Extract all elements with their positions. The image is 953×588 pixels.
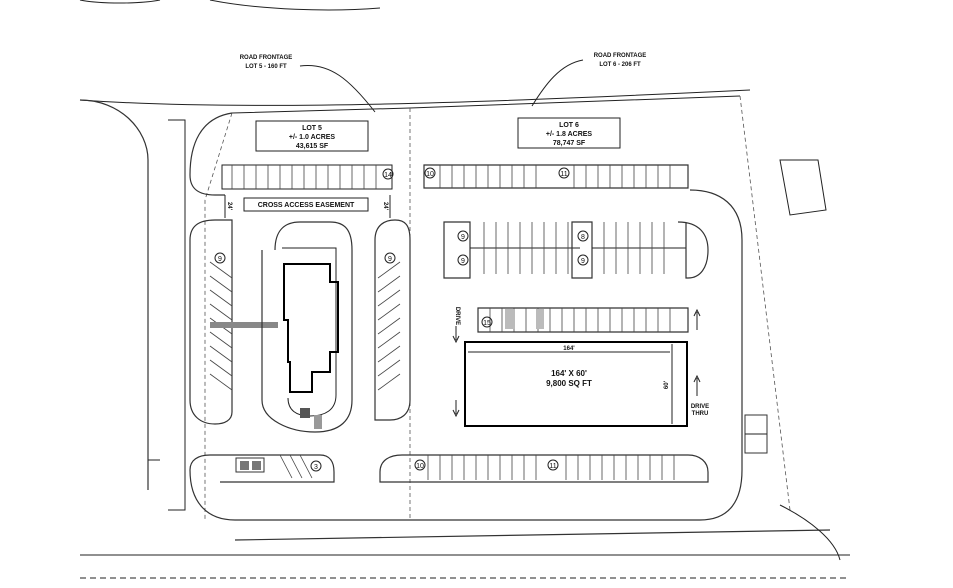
- east-road-curve: [779, 504, 841, 561]
- stall-count-lot5-left: 9: [218, 256, 222, 263]
- accessible-aisle: [536, 309, 544, 329]
- stall-count-lot5-top: 14: [384, 172, 392, 179]
- stall-count-marker: [558, 167, 570, 179]
- lot6-top-stalls: [439, 165, 671, 188]
- easement-width-left: 24': [226, 202, 232, 211]
- ramp-hatch: [210, 322, 278, 328]
- stall-count-bottom-left: 10: [416, 463, 424, 470]
- order-point: [314, 415, 322, 429]
- stall-count-marker: [384, 252, 396, 264]
- stall-count-island-left-top: 9: [461, 234, 465, 241]
- lot5-top-parking-row: [221, 164, 393, 190]
- lot5-sf: 43,615 SF: [296, 143, 329, 150]
- lot-outer-curb-bottom: [234, 529, 831, 541]
- lot6-island-stalls-left: [483, 222, 569, 274]
- lot6-island-left: [443, 221, 471, 279]
- lot5-left-parking: [189, 219, 233, 425]
- frontage-lot6-title: ROAD FRONTAGE: [594, 53, 647, 59]
- stall-count-marker: [457, 254, 469, 266]
- arrow-up-icon: [693, 308, 701, 330]
- drive-thru-label-top: DRIVE: [691, 404, 709, 410]
- lot5-boundary: [204, 112, 233, 520]
- building-depth: 60': [664, 380, 670, 389]
- arrow-down-icon: [452, 400, 460, 418]
- road-right-of-way: [231, 95, 741, 114]
- west-road-edge: [168, 119, 186, 511]
- lot6-bottom-row: [379, 454, 709, 483]
- lot5-drive-loop: [261, 221, 353, 433]
- lot6-island-right: [571, 221, 593, 279]
- stall-count-marker: [310, 460, 322, 472]
- lot6-name: LOT 6: [559, 122, 579, 129]
- stall-count-marker: [424, 167, 436, 179]
- arrow-down-icon: [452, 326, 460, 344]
- lot6-top-parking-row: [423, 164, 689, 189]
- stall-count-marker: [457, 230, 469, 242]
- dumpster: [240, 461, 249, 470]
- easement-width-right: 24': [382, 202, 388, 211]
- drive-thru-label-bottom: THRU: [692, 411, 709, 417]
- main-building: [464, 341, 688, 427]
- lot6-acres: +/- 1.8 ACRES: [546, 131, 593, 138]
- lot5-top-stalls: [231, 165, 377, 189]
- lot5-right-parking: [374, 219, 411, 421]
- lot6-island-stalls-right: [603, 222, 665, 274]
- frontage-lot6-detail: LOT 6 - 206 FT: [599, 62, 641, 68]
- lot5-right-stalls: [377, 261, 401, 391]
- road-edge-top-right: [209, 0, 381, 11]
- lot6-front-stalls: [489, 308, 671, 332]
- stall-count-lot6-top-left: 10: [426, 171, 434, 178]
- lot5-drive-inner: [282, 247, 337, 417]
- arrow-up-icon: [693, 374, 701, 396]
- building-length: 164': [563, 346, 575, 352]
- building-area: 9,800 SQ FT: [546, 379, 592, 388]
- stall-count-marker: [577, 230, 589, 242]
- frontage-lot5-detail: LOT 5 - 160 FT: [245, 64, 287, 70]
- easement-label: CROSS ACCESS EASEMENT: [258, 202, 355, 209]
- frontage-leader-lot6: [531, 59, 584, 107]
- stall-count-front-row: 15: [483, 320, 491, 327]
- drive-thru-label-west: DRIVE: [454, 307, 460, 325]
- lot6-sf: 78,747 SF: [553, 140, 586, 147]
- lot-outer-curb: [189, 112, 233, 196]
- lot6-label-box: [517, 117, 621, 149]
- stall-count-marker: [382, 168, 394, 180]
- lot5-bottom-row: [189, 454, 335, 483]
- lot6-island-end: [677, 221, 709, 279]
- lot5-acres: +/- 1.0 ACRES: [289, 134, 336, 141]
- stall-count-lot6-top-right: 11: [560, 171, 567, 178]
- menu-board: [300, 408, 310, 418]
- frontage-lot5-title: ROAD FRONTAGE: [240, 55, 293, 61]
- lot5-bottom-stalls: [279, 454, 313, 479]
- east-parcel-outline: [779, 159, 827, 216]
- stall-count-lot5-bottom: 3: [314, 464, 318, 471]
- stall-count-island-left-bottom: 9: [461, 258, 465, 265]
- stall-count-marker: [214, 252, 226, 264]
- building-dims: 164' X 60': [551, 369, 587, 378]
- stall-count-island-right-bottom: 9: [581, 258, 585, 265]
- frontage-leader-lot5: [299, 64, 376, 113]
- dumpster-enclosure: [235, 457, 265, 473]
- easement-label-box: [243, 197, 369, 212]
- lot6-bottom-stalls: [427, 455, 675, 480]
- lot5-name: LOT 5: [302, 125, 322, 132]
- stall-count-marker: [577, 254, 589, 266]
- stall-count-marker: [481, 316, 493, 328]
- road-centerline: [79, 89, 751, 106]
- road-edge-top: [79, 0, 161, 4]
- lot6-front-row: [477, 307, 689, 333]
- dumpster: [252, 461, 261, 470]
- stall-count-lot5-right: 9: [388, 256, 392, 263]
- stall-count-marker: [547, 459, 559, 471]
- lot5-label-box: [255, 120, 369, 152]
- west-road-curb: [79, 99, 149, 490]
- accessible-aisle: [505, 309, 515, 329]
- stall-count-island-right-top: 8: [581, 234, 585, 241]
- lot5-building-outline: [283, 263, 339, 393]
- lot-outer-curb-south: [189, 189, 743, 521]
- lot6-east-boundary: [739, 95, 791, 511]
- stall-count-bottom-right: 11: [549, 463, 556, 470]
- stall-count-marker: [414, 459, 426, 471]
